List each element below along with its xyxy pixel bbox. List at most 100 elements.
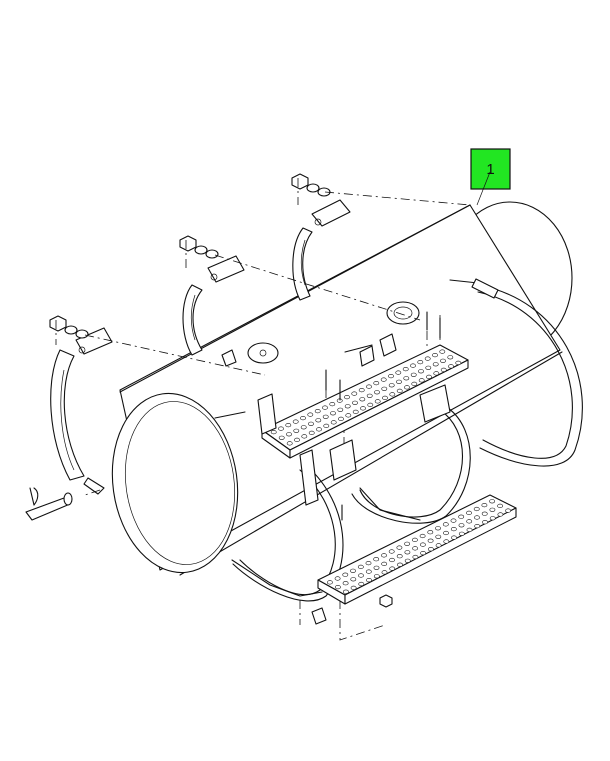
step-perforation xyxy=(443,539,450,544)
step-perforation xyxy=(489,516,496,521)
step-perforation xyxy=(403,376,410,381)
step-perforation xyxy=(404,550,411,555)
step-perforation xyxy=(374,399,381,404)
step-perforation xyxy=(278,426,284,431)
step-perforation xyxy=(448,364,454,369)
step-perforation xyxy=(286,441,293,446)
step-perforation xyxy=(358,388,365,393)
step-perforation xyxy=(419,533,426,539)
step-perforation xyxy=(366,577,372,583)
callout-1-label: 1 xyxy=(486,161,494,178)
step-perforation xyxy=(427,538,434,543)
step-perforation xyxy=(435,543,442,548)
step-perforation xyxy=(373,565,380,570)
step-perforation xyxy=(292,419,299,424)
step-perforation xyxy=(286,432,292,437)
step-perforation xyxy=(389,566,396,571)
step-perforation xyxy=(293,428,300,433)
tank-straps xyxy=(231,278,583,602)
step-perforation xyxy=(417,360,424,365)
step-perforation xyxy=(489,499,495,504)
lower-step-plate xyxy=(311,494,517,625)
step-perforation xyxy=(380,377,387,382)
step-perforation xyxy=(344,404,351,409)
callout-1[interactable]: 1 xyxy=(470,148,511,206)
step-perforation xyxy=(352,409,359,415)
step-perforation xyxy=(314,409,321,414)
step-perforation xyxy=(330,420,337,425)
step-perforation xyxy=(458,523,465,528)
step-perforation xyxy=(345,413,352,418)
step-perforation xyxy=(334,584,341,590)
upper-bracket-front xyxy=(49,315,113,495)
step-perforation xyxy=(344,395,350,400)
step-perforation xyxy=(450,526,457,532)
step-perforation xyxy=(300,425,307,430)
callout-1-leader xyxy=(476,171,491,206)
step-perforation xyxy=(466,510,472,516)
step-perforation xyxy=(451,535,457,540)
step-perforation xyxy=(466,527,473,533)
step-perforation xyxy=(342,572,349,577)
step-perforation xyxy=(367,402,374,408)
step-perforation xyxy=(396,388,403,394)
step-perforation xyxy=(458,531,465,536)
step-perforation xyxy=(388,383,395,388)
step-perforation xyxy=(481,511,488,516)
step-perforation xyxy=(308,421,314,426)
step-perforation xyxy=(450,518,457,523)
step-perforation xyxy=(432,362,439,367)
step-perforation xyxy=(357,564,364,570)
step-perforation xyxy=(366,393,373,398)
step-perforation xyxy=(440,367,447,373)
step-perforation xyxy=(359,397,366,402)
step-perforation xyxy=(350,568,356,573)
step-perforation xyxy=(381,553,387,558)
step-perforation xyxy=(350,577,357,582)
step-perforation xyxy=(307,412,314,417)
step-perforation xyxy=(505,508,511,513)
step-perforation xyxy=(337,407,344,412)
step-perforation xyxy=(442,522,449,527)
step-perforation xyxy=(322,414,329,419)
step-perforation xyxy=(388,549,395,554)
step-perforation xyxy=(381,561,388,567)
step-perforation xyxy=(301,434,308,439)
step-perforation xyxy=(316,427,322,432)
step-perforation xyxy=(489,507,496,512)
step-perforation xyxy=(412,554,419,560)
step-perforation xyxy=(455,360,462,366)
step-perforation xyxy=(366,384,372,389)
pin-and-clip xyxy=(25,487,73,521)
step-perforation xyxy=(420,550,426,556)
step-perforation xyxy=(389,392,396,397)
step-perforation xyxy=(351,391,358,396)
step-perforation xyxy=(360,406,366,411)
step-perforation xyxy=(278,435,285,440)
upper-bracket-rear xyxy=(291,173,351,301)
step-perforation xyxy=(482,520,488,525)
step-perforation xyxy=(326,580,333,585)
step-perforation xyxy=(342,581,349,586)
step-perforation xyxy=(447,355,454,360)
step-perforation xyxy=(396,554,403,559)
callout-1-box xyxy=(470,148,511,190)
step-perforation xyxy=(473,506,480,512)
step-perforation xyxy=(412,546,418,551)
step-perforation xyxy=(350,585,357,591)
step-perforation xyxy=(439,349,446,354)
step-perforation xyxy=(373,381,380,386)
step-perforation xyxy=(338,416,344,422)
step-perforation xyxy=(411,381,418,387)
step-perforation xyxy=(497,512,504,517)
step-perforation xyxy=(365,569,372,574)
step-perforation xyxy=(474,515,480,520)
step-perforation xyxy=(440,358,446,363)
step-perforation xyxy=(358,581,365,587)
step-perforation xyxy=(435,534,442,539)
step-perforation xyxy=(334,576,341,581)
step-perforation xyxy=(419,542,426,547)
step-perforation xyxy=(426,374,432,380)
upper-step-plate xyxy=(257,311,469,506)
